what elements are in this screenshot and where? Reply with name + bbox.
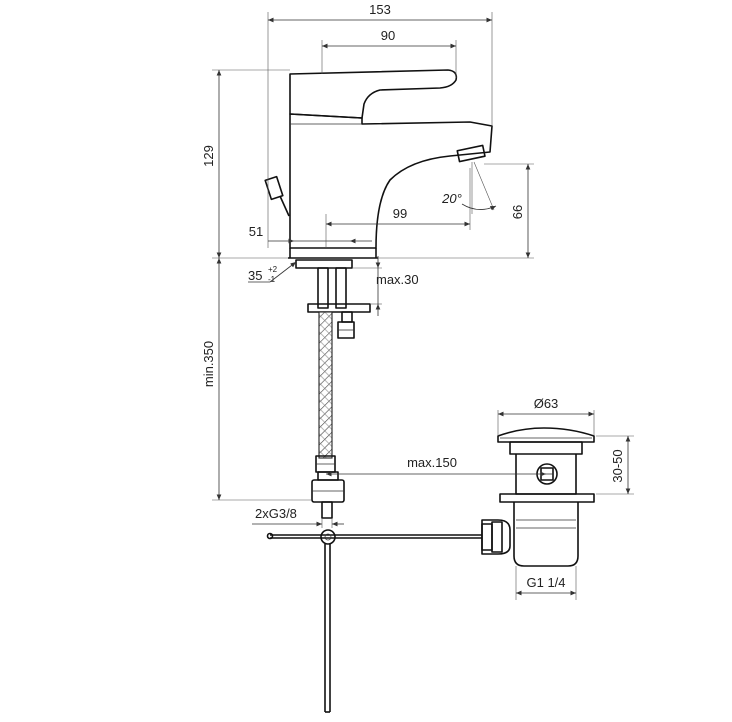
dim-width-total: 153	[369, 2, 391, 17]
dim-hose-min: min.350	[201, 341, 216, 387]
faucet-handle	[289, 69, 458, 119]
lift-rod-knob	[264, 175, 290, 217]
dimensions: 153 90 129 51 99 66 20° 35	[201, 2, 634, 600]
dim-waste-height: 30-50	[610, 449, 625, 482]
waste-drain	[481, 427, 595, 567]
dim-hole-tol-minus: -1	[268, 275, 276, 284]
dim-hole-tol-plus: +2	[268, 265, 278, 274]
mounting	[266, 267, 482, 713]
dim-handle-length: 90	[381, 28, 395, 43]
dim-waste-thread: G1 1/4	[526, 575, 565, 590]
dim-spout-reach: 99	[393, 206, 407, 221]
dim-height: 129	[201, 145, 216, 167]
aerator	[456, 144, 486, 163]
dim-base-diameter: 51	[249, 224, 263, 239]
rod-clamp	[320, 529, 336, 545]
faucet-body	[289, 113, 493, 249]
waste-plug	[497, 427, 595, 443]
fixing-plate	[307, 303, 371, 313]
braided-hose	[318, 311, 333, 459]
dim-rod-max: max.150	[407, 455, 457, 470]
dim-deck-max: max.30	[376, 272, 419, 287]
faucet	[264, 69, 493, 269]
faucet-base	[295, 259, 353, 269]
dim-hole-diameter: 35	[248, 268, 262, 283]
dim-connection: 2xG3/8	[255, 506, 297, 521]
dim-waste-diameter: Ø63	[534, 396, 559, 411]
dim-angle: 20°	[441, 191, 462, 206]
dim-spout-height: 66	[510, 205, 525, 219]
